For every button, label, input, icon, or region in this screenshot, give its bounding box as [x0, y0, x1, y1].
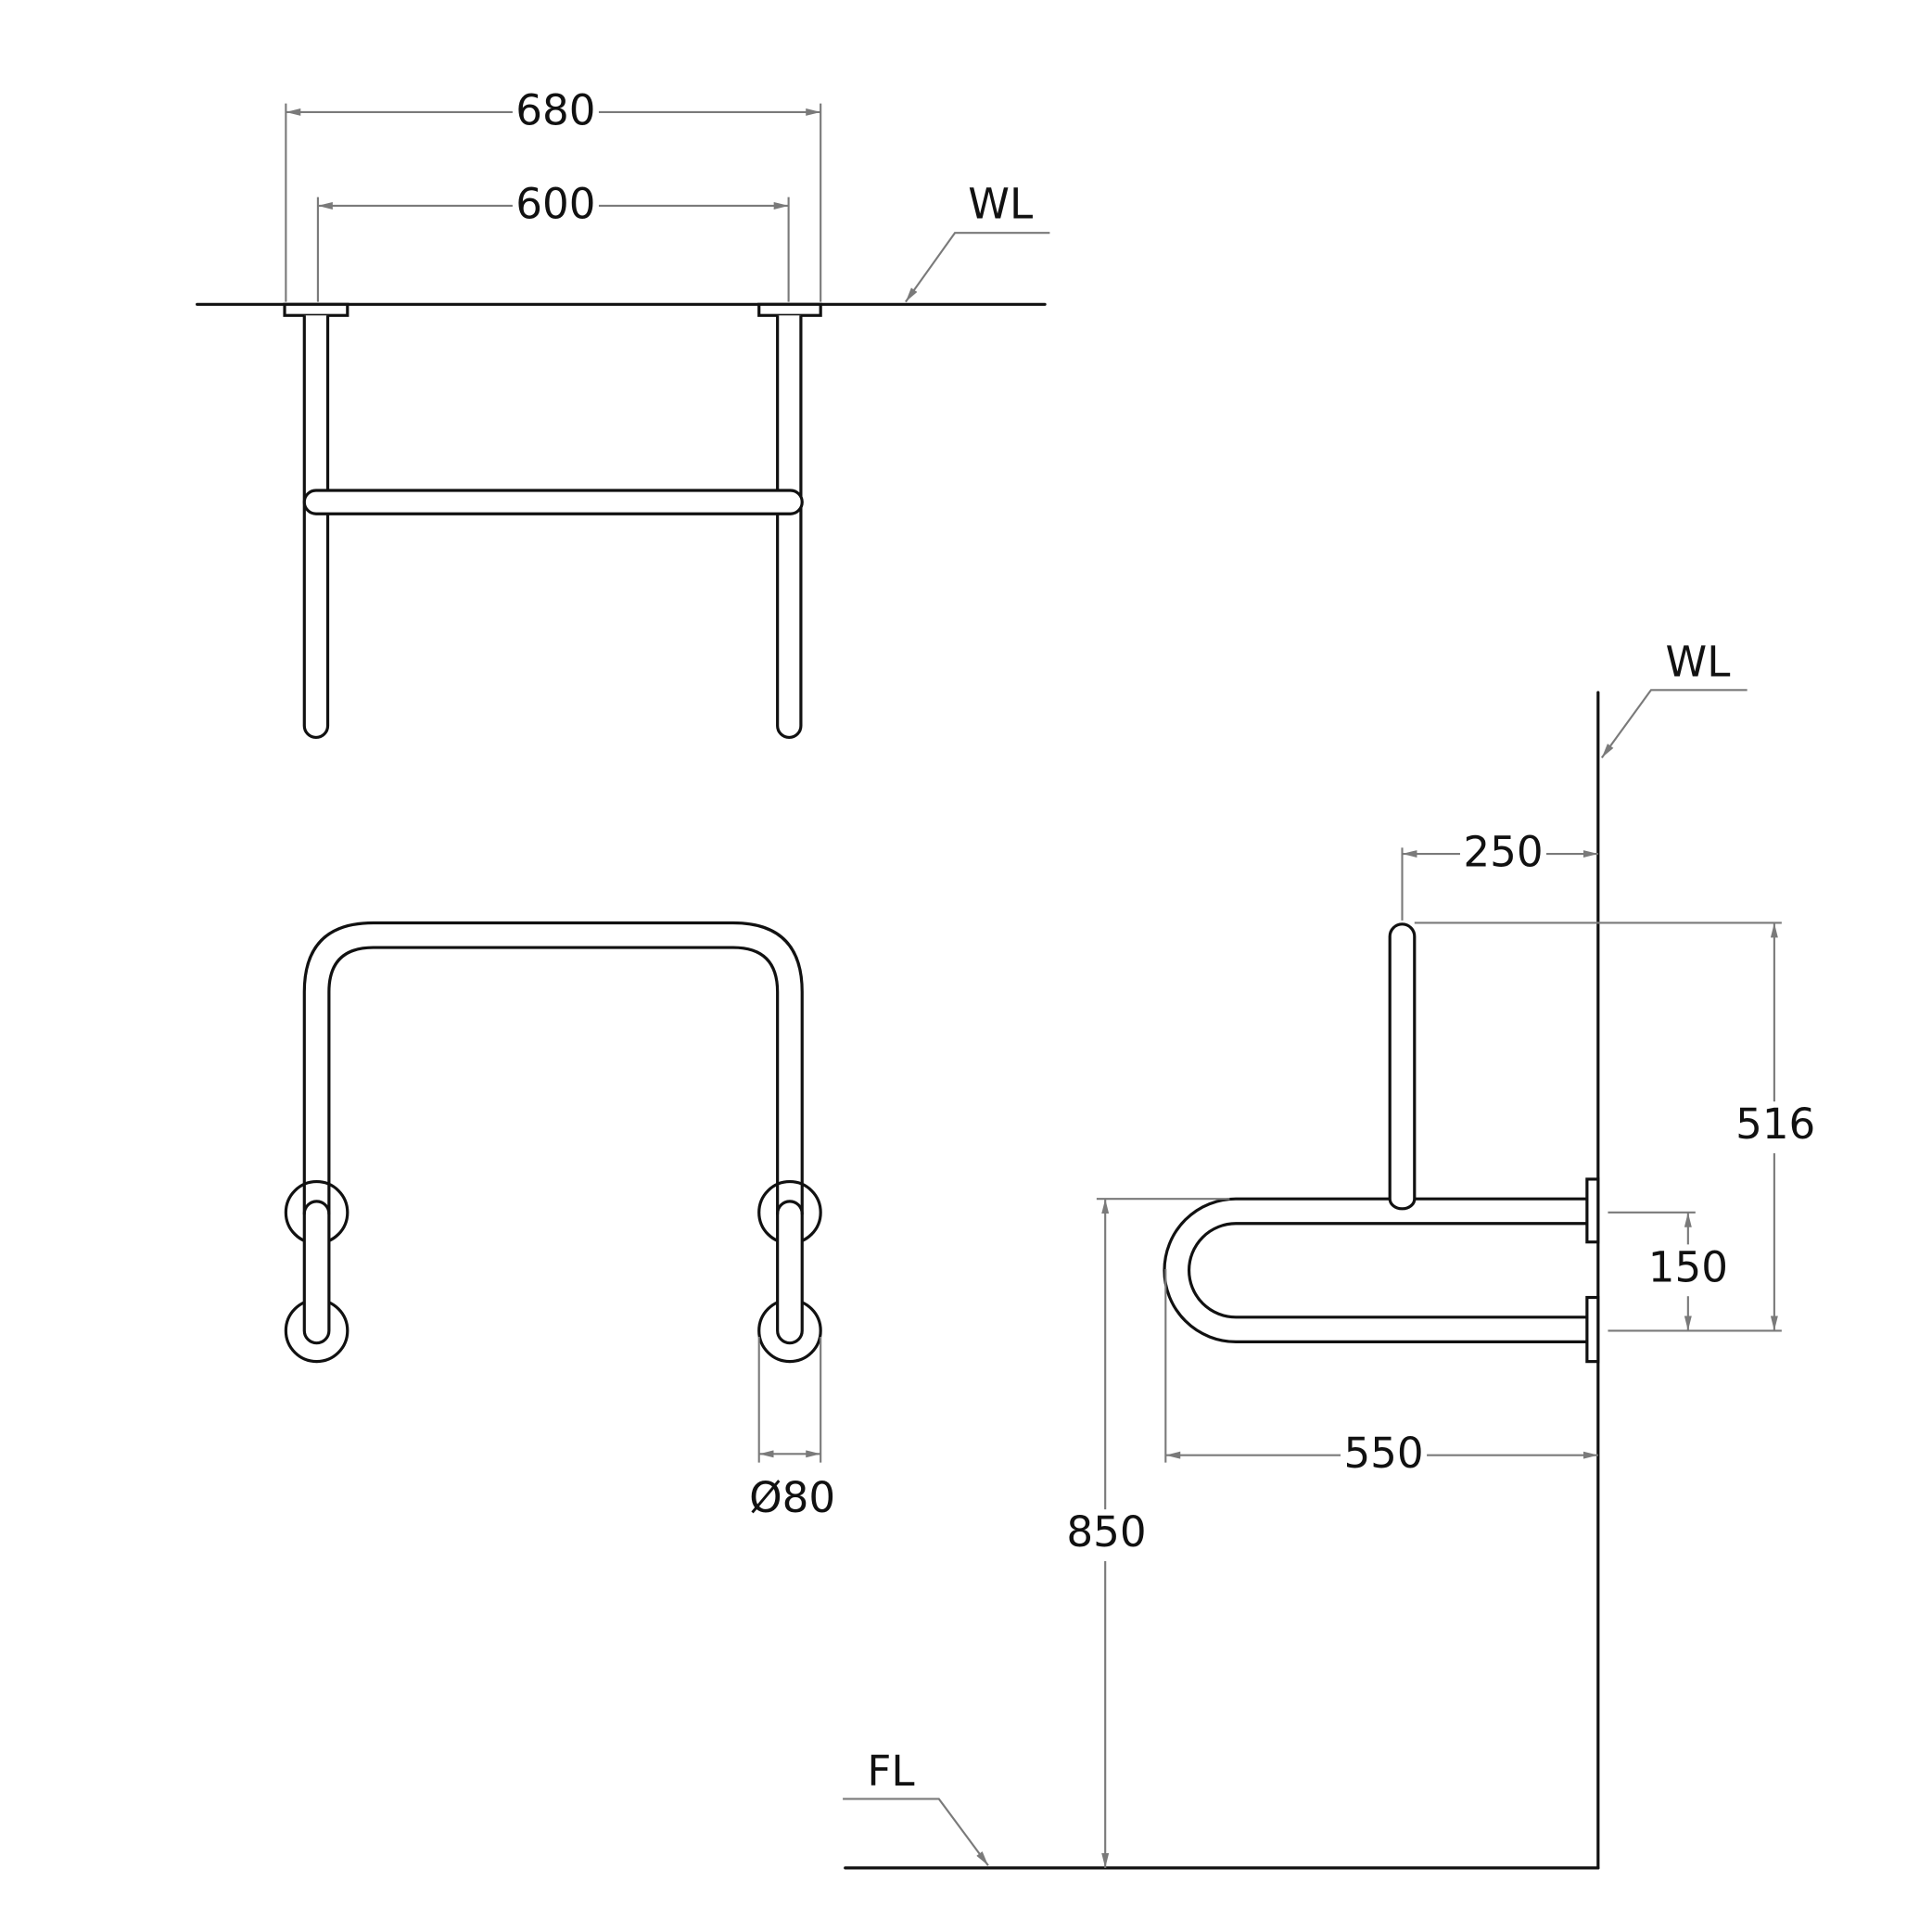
dimension-label-250: 250: [1463, 827, 1543, 876]
side-view: WL FL 250 516 150 550 850: [843, 638, 1819, 1870]
dimension-label-600: 600: [515, 179, 595, 228]
upper-bar-outer: [302, 921, 804, 1215]
wall-leader: [1600, 689, 1748, 759]
floor-label: FL: [867, 1747, 914, 1796]
wall-flange-lower: [1585, 1295, 1600, 1364]
dimension-label-diameter: Ø80: [749, 1473, 835, 1522]
lower-arm-left: [302, 1200, 331, 1345]
dimension-label-150: 150: [1648, 1242, 1728, 1291]
front-view: Ø80: [284, 921, 835, 1522]
upright-bar: [1388, 922, 1417, 1211]
wall-label: WL: [968, 179, 1033, 228]
dimension-label-680: 680: [515, 85, 595, 134]
wall-flange-right: [757, 302, 822, 317]
crossbar: [302, 489, 804, 515]
dimension-label-516: 516: [1735, 1099, 1815, 1149]
wall-leader: [905, 232, 1050, 303]
wall-label: WL: [1666, 638, 1731, 687]
arm-left: [302, 315, 330, 740]
wall-flange-left: [283, 302, 350, 317]
dimension-label-850: 850: [1066, 1507, 1146, 1557]
upper-bar-inner: [327, 946, 780, 1215]
lower-arm-right: [776, 1200, 804, 1345]
dimension-label-550: 550: [1343, 1429, 1423, 1478]
u-bar-inner: [1188, 1222, 1589, 1319]
arm-right: [776, 315, 803, 740]
u-bar-outer: [1163, 1197, 1589, 1343]
wall-flange-upper: [1585, 1177, 1600, 1244]
top-view: 680 600 WL: [196, 85, 1050, 740]
floor-leader: [843, 1798, 989, 1866]
